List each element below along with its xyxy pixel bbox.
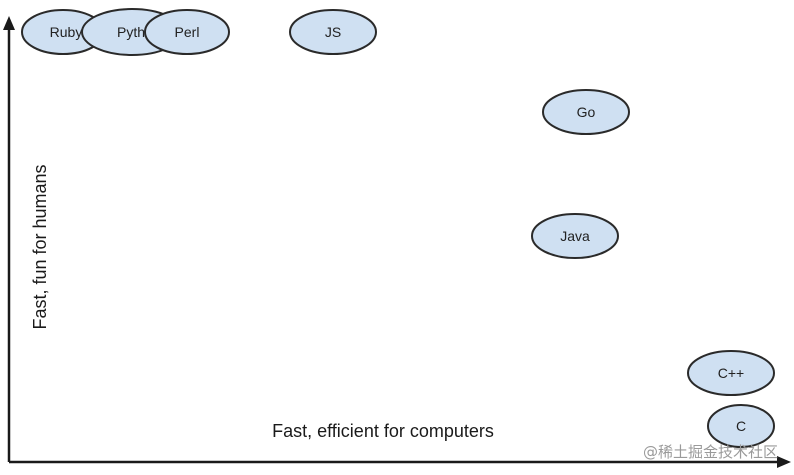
x-axis-label: Fast, efficient for computers xyxy=(272,421,494,441)
node-perl-ellipse xyxy=(144,9,230,55)
node-js: JS xyxy=(289,9,377,55)
y-axis-label: Fast, fun for humans xyxy=(30,164,50,329)
axes xyxy=(3,16,791,468)
node-ruby-label: Ruby xyxy=(50,24,83,40)
node-c-label: C xyxy=(736,418,746,434)
node-c: C xyxy=(707,404,775,448)
y-axis-arrowhead xyxy=(3,16,15,30)
node-cpp: C++ xyxy=(687,350,775,396)
node-js-label: JS xyxy=(325,24,341,40)
watermark-text: @稀土掘金技术社区 xyxy=(643,443,778,461)
node-go-label: Go xyxy=(577,104,596,120)
node-perl-label: Perl xyxy=(175,24,200,40)
node-java: Java xyxy=(531,213,619,259)
node-cpp-ellipse xyxy=(687,350,775,396)
node-java-ellipse xyxy=(531,213,619,259)
node-ruby: Ruby xyxy=(21,9,105,55)
node-cpp-label: C++ xyxy=(718,365,744,381)
x-axis-arrowhead xyxy=(777,456,791,468)
node-perl: Perl xyxy=(144,9,230,55)
node-c-ellipse xyxy=(707,404,775,448)
node-python-label: Pyth xyxy=(117,24,145,40)
node-js-ellipse xyxy=(289,9,377,55)
node-go: Go xyxy=(542,89,630,135)
node-go-ellipse xyxy=(542,89,630,135)
node-java-label: Java xyxy=(560,228,590,244)
